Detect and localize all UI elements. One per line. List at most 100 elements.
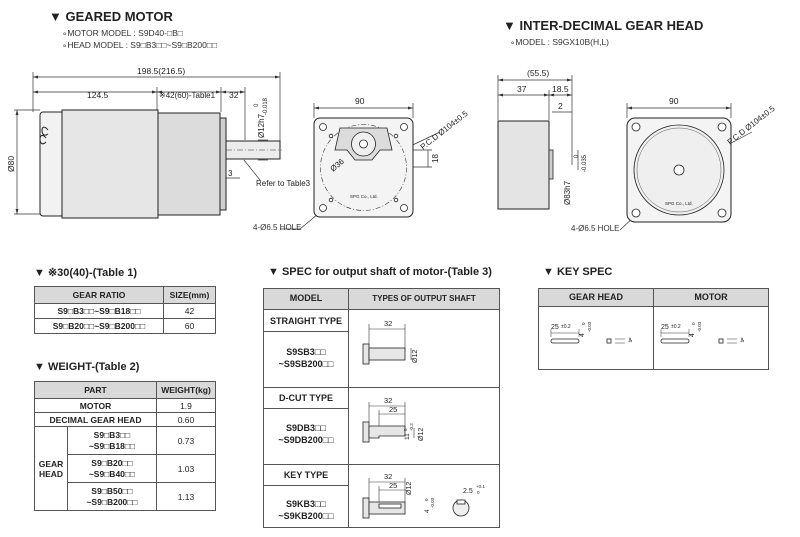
- table1-ratio-1: S9□B3□□~S9□B18□□: [34, 303, 164, 319]
- table2-motor: MOTOR: [34, 398, 157, 413]
- table2-header-part: PART: [34, 381, 157, 399]
- dcut-dia: Ø12: [418, 428, 425, 441]
- key-gh-w-side: 4: [627, 337, 633, 345]
- head-model-label: ∘HEAD MODEL : S9□B3□□~S9□B200□□: [62, 40, 218, 50]
- shaft-drawings: 32 Ø12 32 25 11 0 -0.2 Ø12 32 25 Ø12 4 0…: [362, 319, 485, 519]
- key-gh-len-tol: ±0.2: [561, 324, 571, 330]
- gear-head-model-label: ∘MODEL : S9GX10B(H,L): [510, 37, 610, 47]
- gh-front-brand: SPG Co., Ltd.: [665, 201, 693, 206]
- dim-shaft-length: 32: [229, 90, 239, 100]
- table-row: MOTOR 1.9: [34, 398, 216, 413]
- table3-title: ▼ SPEC for output shaft of motor-(Table …: [268, 266, 492, 278]
- table3-straight-model2: ~S9SB200□□: [278, 359, 334, 369]
- shaft-spec-table: MODEL TYPES OF OUTPUT SHAFT STRAIGHT TYP…: [263, 288, 500, 528]
- table1-ratio-2: S9□B20□□~S9□B200□□: [34, 318, 164, 334]
- table1-title: ▼ ※30(40)-(Table 1): [34, 267, 138, 279]
- dim-shaft-dia: Ø12h7: [257, 113, 266, 138]
- key-dia: Ø12: [406, 482, 413, 495]
- key-gh-width-tol2: -0.03: [587, 321, 592, 332]
- table-row: S9□B20□□~S9□B40□□ 1.03: [35, 454, 216, 483]
- dim-three: 3: [228, 169, 233, 178]
- dcut-flat: 11: [404, 433, 411, 440]
- dim-head-length: ※42(60)-Table1: [159, 91, 216, 100]
- table3-header-model: MODEL: [289, 293, 323, 303]
- key-width-tol: 0: [424, 498, 429, 501]
- motor-side-view: 124.5 198.5(216.5) ※42(60)-Table1 32 Ø80…: [6, 66, 311, 219]
- key-spec-header-gear-head: GEAR HEAD: [568, 292, 623, 302]
- gear-head-front-view: 90 P.C.D Ø104±0.5 SPG Co., Ltd.: [619, 96, 777, 231]
- table2-gh2-weight: 1.03: [156, 454, 216, 483]
- dcut-flat-tol: 0: [403, 428, 408, 431]
- gh-dim-two: 2: [558, 101, 563, 111]
- table2-gh1-weight: 0.73: [156, 426, 216, 455]
- key-motor-width-tol: 0: [691, 322, 696, 325]
- key-height-tol: +0.1: [476, 484, 485, 489]
- table2-gh2-line2: ~S9□B40□□: [88, 468, 136, 479]
- table2-gh3-line1: S9□B50□□: [91, 485, 133, 496]
- key-height-tol2: 0: [477, 490, 480, 495]
- table-row: GEAR HEAD S9□B3□□~S9□B18□□ 0.73: [34, 426, 216, 511]
- dcut-flat-tol2: -0.2: [409, 423, 414, 431]
- front-brand: SPG Co., Ltd.: [350, 194, 378, 199]
- table3-dcut-type: D-CUT TYPE: [279, 393, 333, 403]
- dcut-cut: 25: [389, 405, 397, 414]
- key-spec-table: GEAR HEAD MOTOR 25 ±0.2 4 0 -0.03 4 25 ±…: [538, 288, 769, 370]
- key-motor-w-side: 4: [739, 337, 745, 345]
- straight-len: 32: [384, 319, 392, 328]
- key-gh-width: 4: [579, 333, 586, 337]
- key-spec-header-motor: MOTOR: [694, 292, 728, 302]
- dim-body-dia: Ø80: [6, 156, 16, 172]
- weight-table: PART WEIGHT(kg) MOTOR 1.9 DECIMAL GEAR H…: [34, 381, 216, 511]
- motor-model-label: ∘MOTOR MODEL : S9D40-□B□: [62, 28, 183, 38]
- key-gh-len: 25: [551, 324, 559, 331]
- table2-gh3-line2: ~S9□B200□□: [86, 496, 138, 507]
- gh-spigot-tol-bot: -0.035: [582, 154, 588, 172]
- table-row: S9□B50□□~S9□B200□□ 1.13: [35, 482, 216, 511]
- key-width-tol2: -0.03: [430, 497, 435, 508]
- dim-shaft-tol-bot: -0.018: [263, 97, 269, 115]
- motor-hole-label: 4-Ø6.5 HOLE: [253, 223, 302, 232]
- gh-spigot-tol-top: 0: [574, 154, 580, 158]
- key-len: 32: [384, 472, 392, 481]
- gear-ratio-table: GEAR RATIO SIZE(mm) S9□B3□□~S9□B18□□ 42 …: [34, 286, 216, 334]
- straight-dia: Ø12: [412, 350, 419, 363]
- dim-overall-length: 198.5(216.5): [137, 66, 185, 76]
- table2-gh1-line1: S9□B3□□: [93, 429, 131, 440]
- dim-body-length: 124.5: [87, 90, 109, 100]
- key-spec-title: ▼ KEY SPEC: [543, 266, 613, 278]
- table-row: S9□B3□□~S9□B18□□ 42: [34, 303, 216, 319]
- table3-dcut-model1: S9DB3□□: [286, 423, 326, 433]
- key-motor-len: 25: [661, 324, 669, 331]
- table2-header-weight: WEIGHT(kg): [156, 381, 216, 399]
- front-eighteen: 18: [431, 154, 440, 163]
- key-spec-drawings: 25 ±0.2 4 0 -0.03 4 25 ±0.2 4 0 -0.03 4: [550, 321, 745, 345]
- table2-title: ▼ WEIGHT-(Table 2): [34, 361, 140, 373]
- gh-dim-37: 37: [517, 84, 527, 94]
- table2-decimal-weight: 0.60: [156, 412, 216, 427]
- table2-gear-head: GEAR HEAD: [34, 426, 68, 511]
- table-row: DECIMAL GEAR HEAD 0.60: [34, 412, 216, 427]
- table3-key-model1: S9KB3□□: [286, 499, 326, 509]
- key-height: 2.5: [463, 488, 473, 495]
- gh-front-width: 90: [669, 96, 679, 106]
- key-motor-len-tol: ±0.2: [671, 324, 681, 330]
- table-row: S9□B20□□~S9□B200□□ 60: [34, 318, 216, 334]
- key-keylen: 25: [389, 481, 397, 490]
- table3-straight-model1: S9SB3□□: [286, 347, 326, 357]
- table2-gh1-line2: ~S9□B18□□: [88, 440, 136, 451]
- geared-motor-title: ▼ GEARED MOTOR: [49, 9, 173, 24]
- table2-gh3-weight: 1.13: [156, 482, 216, 511]
- table3-key-model2: ~S9KB200□□: [278, 511, 334, 521]
- key-motor-width: 4: [689, 333, 696, 337]
- table2-decimal: DECIMAL GEAR HEAD: [34, 412, 157, 427]
- table3-dcut-model2: ~S9DB200□□: [278, 435, 334, 445]
- key-width: 4: [424, 509, 431, 513]
- gear-head-title: ▼ INTER-DECIMAL GEAR HEAD: [503, 18, 704, 33]
- gh-front-pcd: P.C.D Ø104±0.5: [726, 104, 777, 147]
- front-width: 90: [355, 96, 365, 106]
- table3-straight-type: STRAIGHT TYPE: [269, 316, 342, 326]
- front-pcd: P.C.D Ø104±0.5: [419, 109, 470, 152]
- table2-motor-weight: 1.9: [156, 398, 216, 413]
- table2-gh2-line1: S9□B20□□: [91, 457, 133, 468]
- table3-header-types: TYPES OF OUTPUT SHAFT: [372, 294, 476, 303]
